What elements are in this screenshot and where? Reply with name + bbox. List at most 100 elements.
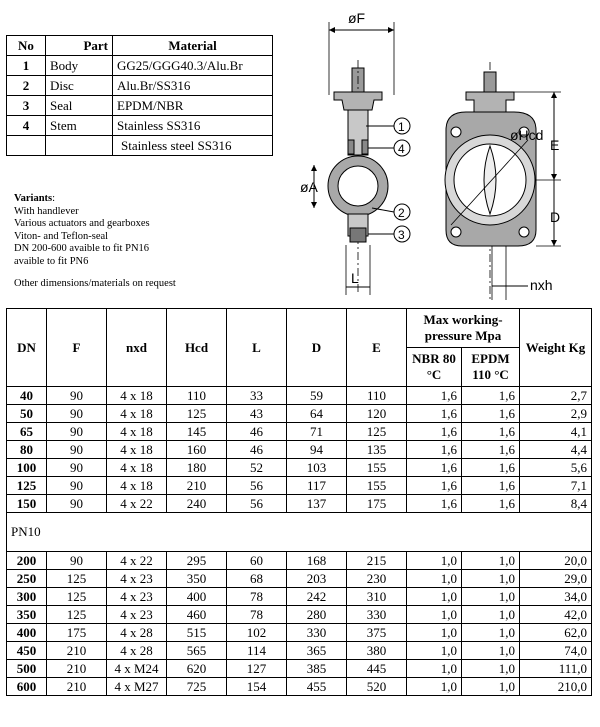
f-cell: 90 — [46, 551, 107, 570]
d-cell: 117 — [286, 476, 347, 495]
d-cell: 385 — [286, 659, 347, 678]
dn-cell: 300 — [6, 587, 47, 606]
hcd-cell: 515 — [166, 623, 227, 642]
header-nbr: NBR 80 °C — [406, 347, 462, 387]
dim-nxh-label: nxh — [530, 277, 553, 293]
dim-a-label: øA — [300, 179, 319, 195]
nxd-cell: 4 x 18 — [106, 458, 167, 477]
nbr-cell: 1,0 — [406, 569, 462, 588]
nxd-cell: 4 x 18 — [106, 422, 167, 441]
nxd-cell: 4 x 18 — [106, 476, 167, 495]
header-hcd: Hcd — [166, 308, 227, 387]
l-cell: 60 — [226, 551, 287, 570]
hcd-cell: 350 — [166, 569, 227, 588]
callout-2: 2 — [398, 206, 405, 220]
d-cell: 280 — [286, 605, 347, 624]
nxd-cell: 4 x 28 — [106, 623, 167, 642]
e-cell: 520 — [346, 677, 407, 696]
hcd-cell: 160 — [166, 440, 227, 459]
parts-row: Stainless steel SS316 — [6, 135, 273, 156]
epdm-cell: 1,6 — [461, 494, 520, 513]
l-cell: 114 — [226, 641, 287, 660]
d-cell: 455 — [286, 677, 347, 696]
nbr-cell: 1,6 — [406, 476, 462, 495]
epdm-cell: 1,0 — [461, 659, 520, 678]
dn-cell: 125 — [6, 476, 47, 495]
weight-cell: 111,0 — [519, 659, 592, 678]
f-cell: 125 — [46, 605, 107, 624]
epdm-cell: 1,6 — [461, 458, 520, 477]
e-cell: 310 — [346, 587, 407, 606]
variants-block: Variants: With handlever Various actuato… — [14, 193, 150, 267]
hcd-cell: 240 — [166, 494, 227, 513]
parts-material: Stainless steel SS316 — [112, 135, 273, 156]
nbr-cell: 1,6 — [406, 494, 462, 513]
epdm-cell: 1,0 — [461, 569, 520, 588]
f-cell: 125 — [46, 569, 107, 588]
hcd-cell: 460 — [166, 605, 227, 624]
dn-cell: 400 — [6, 623, 47, 642]
f-cell: 90 — [46, 476, 107, 495]
header-epdm: EPDM 110 °C — [461, 347, 520, 387]
parts-no: 4 — [6, 115, 46, 136]
dimensions-table: DN F nxd Hcd L D E Max working-pressure … — [6, 308, 592, 696]
parts-header-no: No — [6, 35, 46, 56]
dn-cell: 500 — [6, 659, 47, 678]
hcd-cell: 180 — [166, 458, 227, 477]
nbr-cell: 1,0 — [406, 587, 462, 606]
nbr-cell: 1,0 — [406, 677, 462, 696]
dn-cell: 350 — [6, 605, 47, 624]
parts-no: 2 — [6, 75, 46, 96]
variant-line: With handlever — [14, 205, 79, 217]
header-pressure: Max working-pressure Mpa — [406, 308, 520, 348]
parts-part: Seal — [45, 95, 113, 116]
hcd-cell: 110 — [166, 386, 227, 405]
nxd-cell: 4 x M24 — [106, 659, 167, 678]
nbr-cell: 1,6 — [406, 422, 462, 441]
nbr-cell: 1,6 — [406, 458, 462, 477]
epdm-cell: 1,0 — [461, 623, 520, 642]
weight-cell: 4,4 — [519, 440, 592, 459]
nbr-cell: 1,0 — [406, 641, 462, 660]
parts-material: EPDM/NBR — [112, 95, 273, 116]
l-cell: 56 — [226, 494, 287, 513]
parts-part: Stem — [45, 115, 113, 136]
e-cell: 120 — [346, 404, 407, 423]
dim-l-label: L — [351, 270, 359, 286]
e-cell: 230 — [346, 569, 407, 588]
dn-cell: 80 — [6, 440, 47, 459]
header-weight: Weight Kg — [519, 308, 592, 387]
dn-cell: 150 — [6, 494, 47, 513]
d-cell: 330 — [286, 623, 347, 642]
other-dimensions-note: Other dimensions/materials on request — [14, 278, 176, 289]
f-cell: 125 — [46, 587, 107, 606]
e-cell: 110 — [346, 386, 407, 405]
nxd-cell: 4 x 18 — [106, 404, 167, 423]
d-cell: 94 — [286, 440, 347, 459]
parts-no: 3 — [6, 95, 46, 116]
f-cell: 210 — [46, 659, 107, 678]
weight-cell: 2,7 — [519, 386, 592, 405]
variant-line: Viton- and Teflon-seal — [14, 230, 109, 242]
nbr-cell: 1,6 — [406, 404, 462, 423]
f-cell: 210 — [46, 641, 107, 660]
dim-e-label: E — [550, 137, 559, 153]
d-cell: 203 — [286, 569, 347, 588]
parts-part: Body — [45, 55, 113, 76]
header-l: L — [226, 308, 287, 387]
header-row: DN F nxd Hcd L D E Max working-pressure … — [6, 308, 592, 387]
parts-part — [45, 135, 113, 156]
d-cell: 59 — [286, 386, 347, 405]
nxd-cell: 4 x 23 — [106, 605, 167, 624]
weight-cell: 8,4 — [519, 494, 592, 513]
nxd-cell: 4 x 18 — [106, 386, 167, 405]
